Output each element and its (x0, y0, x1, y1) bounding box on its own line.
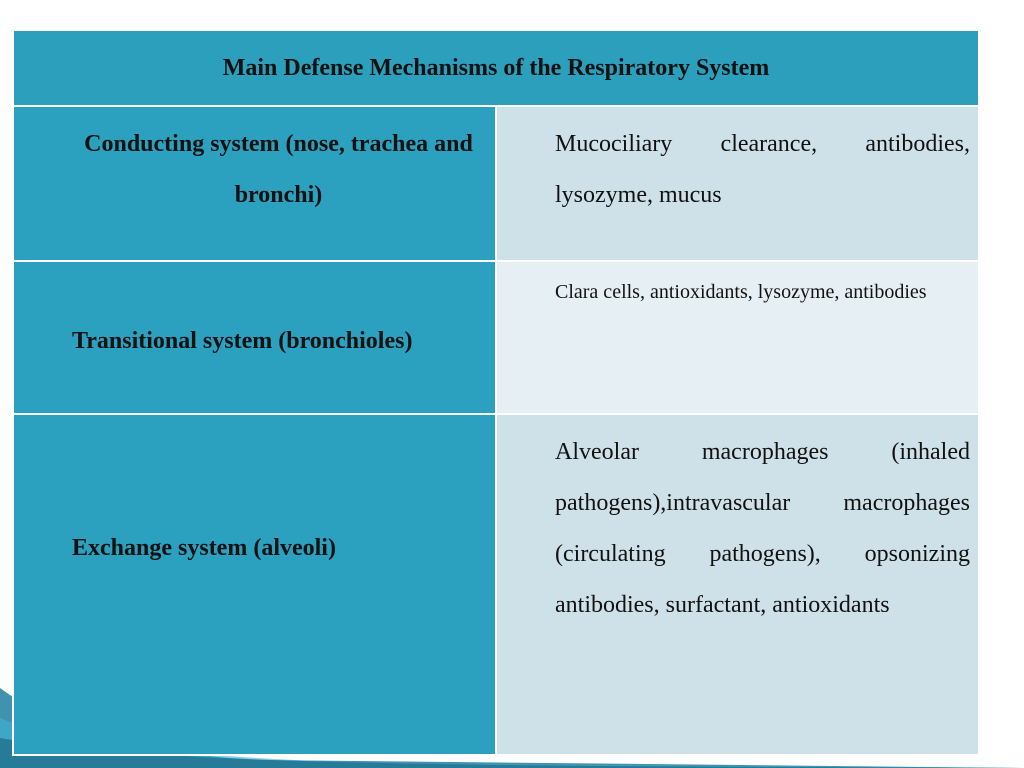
defense-mechanisms-table: Main Defense Mechanisms of the Respirato… (12, 28, 980, 756)
system-label: Conducting system (nose, trachea and bro… (84, 131, 473, 209)
system-label: Exchange system (alveoli) (72, 535, 336, 562)
mechanism-cell: Mucociliary clearance, antibodies, lysoz… (495, 105, 980, 262)
table-row: Transitional system (bronchioles) Clara … (12, 259, 980, 416)
system-label: Transitional system (bronchioles) (72, 327, 413, 354)
table-row: Conducting system (nose, trachea and bro… (12, 105, 980, 262)
system-cell: Conducting system (nose, trachea and bro… (12, 105, 497, 262)
system-cell: Exchange system (alveoli) (12, 413, 497, 756)
system-cell: Transitional system (bronchioles) (12, 259, 497, 416)
table-title: Main Defense Mechanisms of the Respirato… (12, 28, 980, 108)
mechanism-cell: Clara cells, antioxidants, lysozyme, ant… (495, 259, 980, 416)
mechanism-text: Clara cells, antioxidants, lysozyme, ant… (555, 280, 927, 303)
mechanism-cell: Alveolar macrophages (inhaled pathogens)… (495, 413, 980, 756)
mechanism-text: Alveolar macrophages (inhaled pathogens)… (555, 439, 970, 619)
mechanism-text: Mucociliary clearance, antibodies, lysoz… (555, 131, 970, 209)
table-row: Exchange system (alveoli) Alveolar macro… (12, 413, 980, 756)
